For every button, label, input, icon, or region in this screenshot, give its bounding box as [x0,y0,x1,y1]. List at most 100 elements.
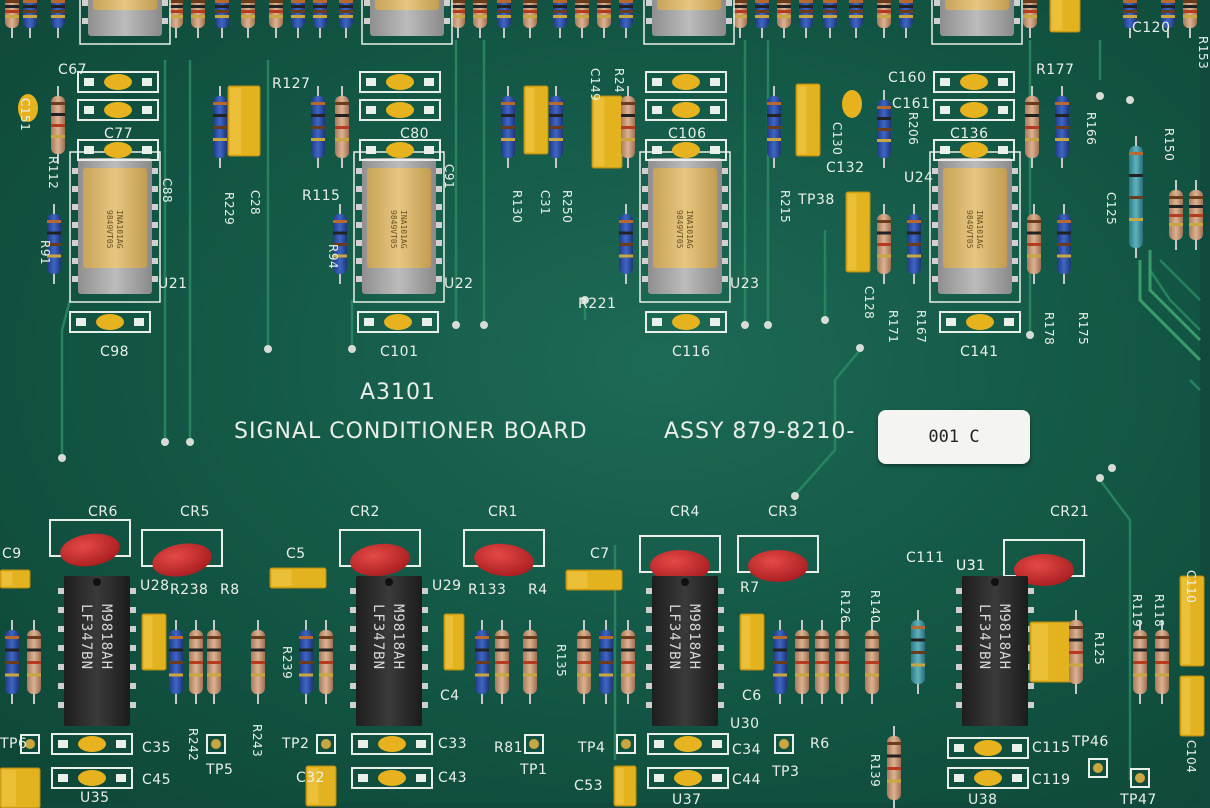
resistor-r177 [1025,86,1039,168]
silkscreen-ref-label: U37 [672,792,702,808]
resistor-c125 [1129,136,1143,258]
silkscreen-ref-label: R238 [170,582,209,598]
ic-top-partial [643,0,735,45]
silkscreen-ref-label: R229 [222,192,236,226]
silkscreen-ref-label: R115 [302,188,341,204]
resistor [169,620,183,704]
varistor-label: CR2 [350,504,380,520]
silkscreen-ref-label: C125 [1104,192,1118,226]
ic-marking: LF347BN [370,604,386,671]
silkscreen-ref-label: C28 [248,190,262,216]
silkscreen-ref-label: R94 [326,244,340,270]
bead-capacitor [77,99,159,121]
bead-capacitor [351,733,433,755]
capacitor-c110 [1179,575,1205,667]
top-resistor [553,0,567,38]
resistor [189,620,203,704]
top-resistor [823,0,837,38]
capacitor-c151 [18,94,38,122]
capacitor-c5 [269,567,327,589]
ic-u31 [956,576,1034,726]
silkscreen-ref-label: R243 [250,724,264,758]
silkscreen-ref-label: R153 [1196,36,1210,70]
test-point-pad [1130,768,1150,788]
silkscreen-ref-label: TP5 [206,762,234,778]
resistor [1155,620,1169,704]
silkscreen-ref-label: C119 [1032,772,1071,788]
bead-capacitor [51,767,133,789]
silkscreen-ref-label: C141 [960,344,999,360]
resistor [835,620,849,704]
top-resistor [849,0,863,38]
ic-marking: LF347BN [78,604,94,671]
ic-marking: 9849VT05 [105,210,114,249]
bead-capacitor [51,733,133,755]
resistor-r250 [549,86,563,168]
top-resistor [597,0,611,38]
capacitor-c53 [613,765,637,807]
silkscreen-ref-label: C80 [400,126,430,142]
silkscreen-ref-label: C31 [538,190,552,216]
bead-capacitor [939,311,1021,333]
varistor-label: CR6 [88,504,118,520]
ic-marking: INA101AG [399,210,408,249]
resistor-r149 [1189,180,1203,250]
ic-top-partial [361,0,453,45]
silkscreen-ref-label: R7 [740,580,760,596]
varistor-cr5 [141,529,223,577]
resistor-r94 [333,204,347,284]
ic-top-partial [931,0,1023,45]
ic-marking: LF347BN [666,604,682,671]
silkscreen-ref-label: C88 [160,178,174,204]
resistor [621,620,635,704]
silkscreen-ref-label: U31 [956,558,986,574]
top-resistor [241,0,255,38]
resistor [523,620,537,704]
bead-capacitor [357,311,439,333]
capacitor-c31 [523,85,549,155]
ic-ref-label: U31 [956,558,986,574]
test-point-pad [20,734,40,754]
top-resistor [191,0,205,38]
silkscreen-ref-label: R6 [810,736,830,752]
varistor-label: CR1 [488,504,518,520]
top-resistor [777,0,791,38]
silkscreen-ref-label: C106 [668,126,707,142]
silkscreen-ref-label: C77 [104,126,134,142]
bead-capacitor [933,139,1015,161]
test-point [779,739,789,749]
silkscreen-ref-label: C9 [2,546,22,562]
silkscreen-ref-label: R177 [1036,62,1075,78]
silkscreen-ref-label: R24 [612,68,626,94]
silkscreen-ref-label: R4 [528,582,548,598]
silkscreen-ref-label: TP2 [282,736,310,752]
bead-capacitor [77,139,159,161]
silkscreen-ref-label: C110 [1184,570,1198,604]
board-id-label: A3101 [360,380,437,405]
resistor-r166 [1055,86,1069,168]
silkscreen-ref-label: TP3 [772,764,800,780]
bead-capacitor [645,71,727,93]
resistor-r115 [311,86,325,168]
resistor [319,620,333,704]
top-resistor [473,0,487,38]
silkscreen-ref-label: C149 [588,68,602,102]
silkscreen-ref-label: U38 [968,792,998,808]
resistor-r178 [1027,204,1041,284]
top-resistor [339,0,353,38]
capacitor-c9 [0,569,31,589]
silkscreen-ref-label: C91 [442,164,456,190]
bead-capacitor [69,311,151,333]
silkscreen-ref-label: R112 [46,156,60,190]
ic-marking: 9849VT05 [965,210,974,249]
silkscreen-ref-label: C130 [830,122,844,156]
varistor-label: CR3 [768,504,798,520]
ic-marking: M9818AH [390,604,406,671]
capacitor-c28 [227,85,261,157]
revision-sticker: 001 C [878,410,1030,464]
resistor-c111 [911,610,925,694]
top-resistor [1183,0,1197,38]
silkscreen-ref-label: U21 [158,276,188,292]
silkscreen-ref-label: R171 [886,310,900,344]
